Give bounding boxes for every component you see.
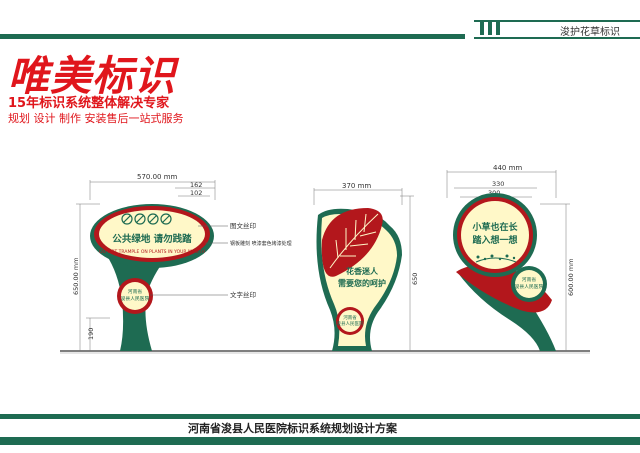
dim-height-label: 650.00 mm (72, 258, 80, 295)
brand-name: 唯美标识 (8, 52, 176, 100)
dim-width-label: 370 mm (342, 182, 371, 190)
sign-1-text-cn: 公共绿地 请勿践踏 (112, 233, 192, 245)
footer-bar (0, 437, 640, 445)
sign-3-badge (515, 270, 543, 298)
brand-slogan: 15年标识系统整体解决专家 (8, 96, 170, 111)
dim-height-label: 650 (411, 273, 419, 285)
sign-3-leaf-stem (458, 271, 556, 351)
dim-width-label: 440 mm (493, 164, 522, 172)
header-title: 浚护花草标识 (560, 27, 620, 38)
sign-1-text-en: DO NOT TRAMPLE ON PLANTS IN YOUR MOUTH (99, 249, 205, 255)
sign-3: 440 mm 330 300 600.00 mm 河南省 浚县人民医院 小草也在… (446, 164, 575, 351)
sign-1-badge-text: 河南省 (128, 288, 143, 295)
sign-1-badge (121, 282, 149, 310)
footer-title: 河南省浚县人民医院标识系统规划设计方案 (188, 422, 397, 435)
callout-top: 图文丝印 (230, 221, 256, 230)
sign-3-text-line1: 小草也在长 (471, 221, 518, 233)
dim-width-label: 570.00 mm (137, 173, 178, 181)
dim-102-label: 102 (190, 189, 202, 197)
leaf-icon (321, 208, 383, 277)
sign-2: 370 mm 650 花香迷人 需要您的呵护 河南省 浚县人民医院 (313, 182, 419, 351)
sign-2-text-line2: 需要您的呵护 (338, 278, 386, 288)
header-tick (488, 22, 492, 35)
header-tick (496, 22, 500, 35)
dim-330-label: 330 (492, 180, 504, 188)
sign-3-badge-text: 河南省 (522, 276, 537, 283)
sign-3-badge-text: 浚县人民医院 (515, 283, 544, 290)
sign-3-text-line2: 踏入想一想 (472, 234, 517, 246)
sign-1: 570.00 mm 162 102 650.00 mm 190 河南省 浚县人民… (72, 173, 292, 351)
sign-2-badge (339, 310, 361, 332)
header-rule (0, 34, 465, 39)
sign-1-panel (99, 210, 205, 258)
sign-2-badge-text: 浚县人民医院 (337, 320, 364, 327)
sign-2-badge-text: 河南省 (343, 314, 357, 321)
dim-base-label: 190 (87, 328, 95, 340)
callout-bottom: 文字丝印 (230, 290, 256, 299)
no-trample-icons (121, 213, 172, 225)
sign-1-badge-text: 浚县人民医院 (121, 295, 150, 302)
brand-services: 规划 设计 制作 安装售后一站式服务 (8, 112, 184, 125)
sign-3-panel (461, 201, 529, 269)
dim-300-label: 300 (488, 189, 500, 197)
dim-162-label: 162 (190, 181, 202, 189)
header-box (474, 20, 640, 39)
sign-2-text-line1: 花香迷人 (346, 266, 379, 276)
leaf-vein-icon (329, 213, 379, 269)
header-tick (480, 22, 484, 35)
grass-icon (475, 254, 517, 263)
callout-mid: 钢板雕刻 喷漆套色烤漆处理 (230, 240, 292, 247)
footer-bar (0, 414, 640, 419)
dim-height-label: 600.00 mm (567, 259, 575, 296)
